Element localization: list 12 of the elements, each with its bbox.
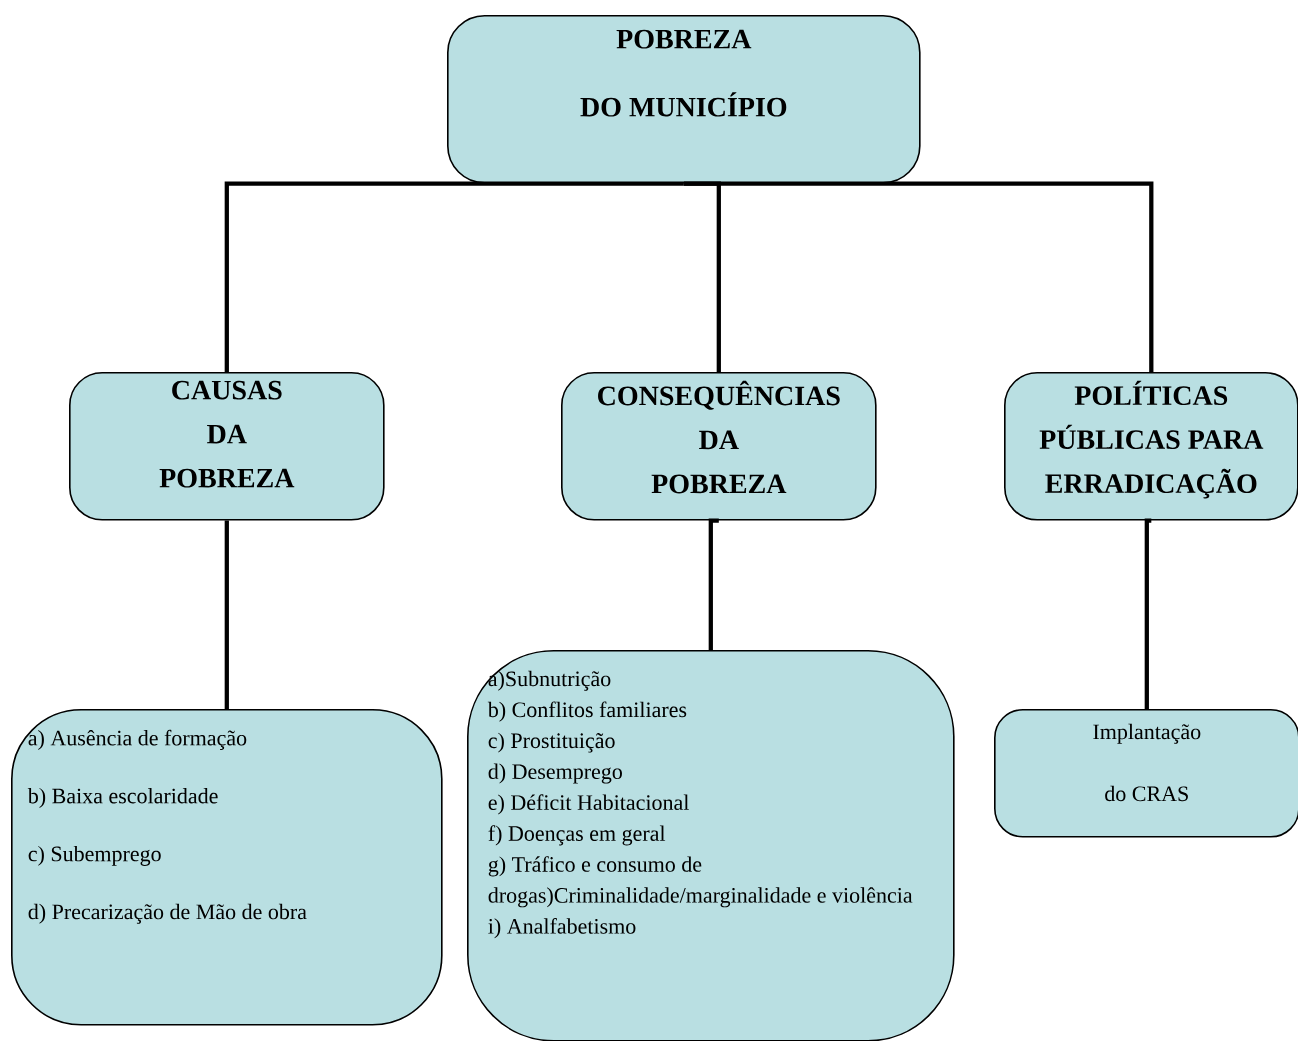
connector-line xyxy=(224,181,684,372)
rounded-box: a) Ausência de formação b) Baixa escolaridade c) Subemprego d) Precarização de Mão de obra xyxy=(11,709,443,1026)
connector-line xyxy=(1144,518,1152,709)
rounded-box: POBREZA DO MUNICÍPIO xyxy=(447,15,921,184)
rounded-box: CONSEQUÊNCIAS DA POBREZA xyxy=(561,372,877,521)
rounded-box: Implantação do CRAS xyxy=(994,709,1298,838)
connector-line xyxy=(708,518,719,650)
connector-line xyxy=(224,520,229,709)
rounded-box: a)Subnutrição b) Conflitos familiares c) Prostituição d) Desemprego e) Déficit Habitacional f) Doenças em geral g) Tráfico e consumo de drogas)Criminalidade/marginalidade e violência i) Analfabetismo xyxy=(467,650,955,1041)
rounded-box: CAUSAS DA POBREZA xyxy=(69,372,385,521)
rounded-box: POLÍTICAS PÚBLICAS PARA ERRADICAÇÃO xyxy=(1004,372,1298,521)
connector-line xyxy=(683,181,1154,372)
